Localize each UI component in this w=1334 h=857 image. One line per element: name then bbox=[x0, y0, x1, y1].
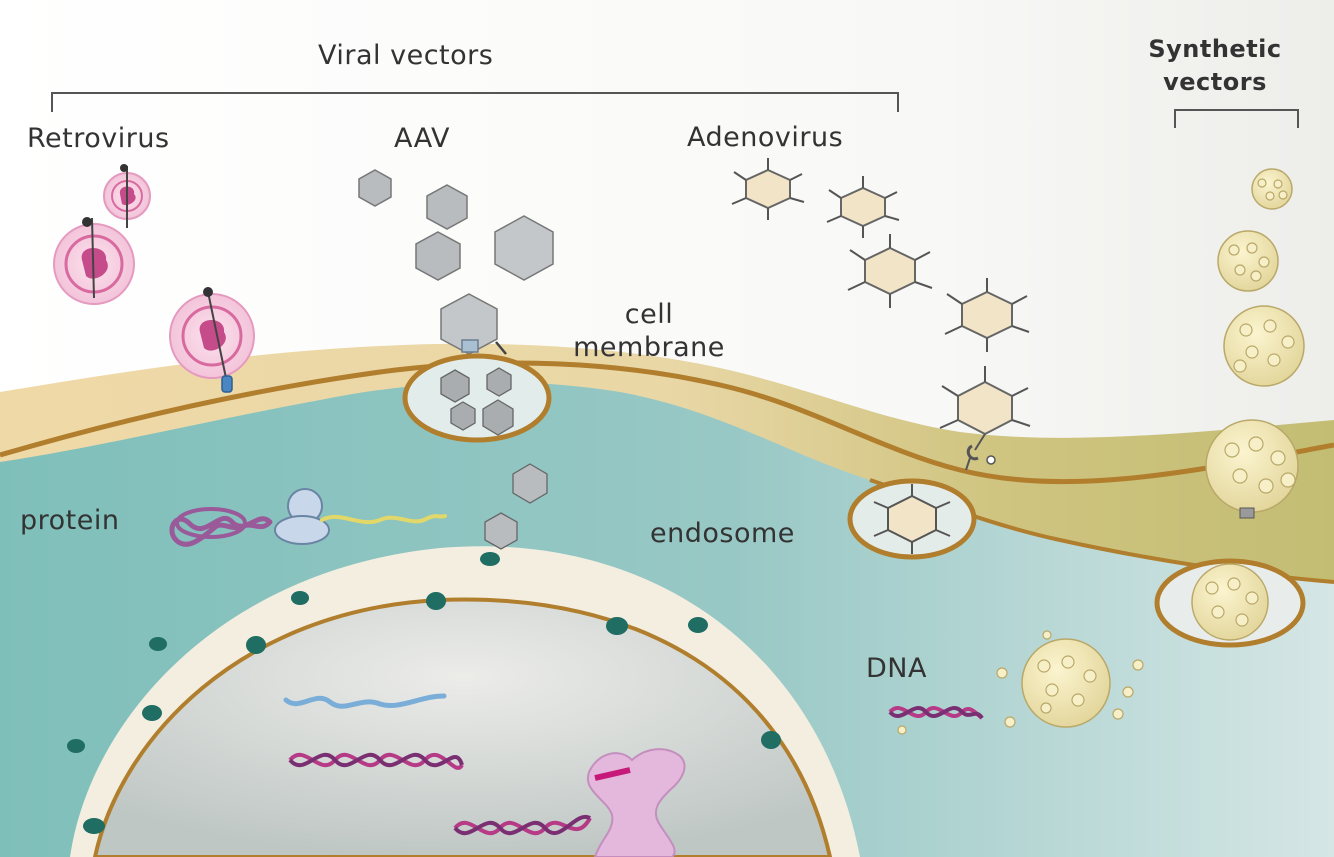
aav-label: AAV bbox=[394, 123, 450, 154]
adenovirus-label: Adenovirus bbox=[687, 122, 844, 153]
mrna-strand bbox=[283, 693, 447, 709]
nuclear-pore bbox=[149, 637, 167, 651]
synthetic-particle bbox=[1251, 168, 1293, 210]
dna-label: DNA bbox=[866, 653, 927, 684]
adenovirus-particle bbox=[826, 176, 900, 238]
synthetic-particle-dots bbox=[1037, 178, 1296, 714]
cell-membrane-label-line2: membrane bbox=[573, 332, 725, 363]
viral-vectors-bracket bbox=[51, 92, 899, 112]
synthetic-particle bbox=[1205, 419, 1299, 513]
nuclear-pore bbox=[688, 617, 708, 633]
nuclear-pore bbox=[426, 592, 446, 610]
synthetic-vectors-bracket bbox=[1174, 109, 1299, 128]
retrovirus-label: Retrovirus bbox=[27, 123, 170, 154]
aav-receptor bbox=[461, 339, 507, 355]
released-particles bbox=[897, 630, 1144, 735]
nuclear-pore bbox=[83, 818, 105, 834]
nuclear-pore bbox=[67, 739, 85, 753]
adenovirus-particle bbox=[939, 366, 1031, 451]
aav-capsid bbox=[494, 215, 554, 281]
cell-membrane-line bbox=[0, 360, 1334, 485]
retrovirus-particle bbox=[53, 217, 135, 305]
nuclear-pore bbox=[142, 705, 162, 721]
adenovirus-endosome bbox=[847, 478, 977, 560]
aav-capsid bbox=[426, 184, 468, 230]
synthetic-endosome bbox=[1154, 558, 1306, 648]
retrovirus-particle bbox=[169, 287, 255, 393]
protein bbox=[169, 507, 273, 547]
aav-capsid bbox=[512, 463, 548, 504]
nuclear-pore bbox=[480, 552, 500, 566]
synthetic-vectors-label-line1: Synthetic bbox=[1148, 35, 1282, 63]
protein-label: protein bbox=[20, 505, 120, 536]
synthetic-vectors-label-line2: vectors bbox=[1163, 68, 1267, 96]
aav-endosome bbox=[402, 353, 552, 443]
adenovirus-particle bbox=[944, 278, 1030, 352]
aav-capsid-group-outside bbox=[358, 169, 554, 355]
adenovirus-receptor bbox=[965, 444, 996, 471]
aav-capsid-group-cytoplasm bbox=[484, 463, 548, 550]
viral-vectors-label: Viral vectors bbox=[318, 40, 494, 71]
mrna-translation-strand bbox=[320, 514, 447, 525]
adenovirus-particle bbox=[731, 158, 805, 220]
nuclear-pore bbox=[291, 591, 309, 605]
dna-helix-nucleus-lower bbox=[453, 814, 592, 836]
ribosome bbox=[274, 488, 330, 545]
aav-capsid bbox=[415, 231, 461, 281]
synthetic-anchor bbox=[1239, 507, 1255, 519]
synthetic-vectors-label: Synthetic vectors bbox=[1130, 33, 1300, 99]
dna-helix-nucleus-upper bbox=[288, 752, 464, 770]
nuclear-pore-group bbox=[67, 552, 781, 834]
nuclear-pore bbox=[246, 636, 266, 654]
chromosome bbox=[586, 748, 686, 857]
adenovirus-group bbox=[731, 158, 1031, 451]
nuclear-pore bbox=[761, 731, 781, 749]
endosome-label: endosome bbox=[650, 518, 795, 549]
dna-helix-cytoplasm bbox=[888, 706, 984, 720]
synthetic-particle bbox=[1021, 638, 1111, 728]
aav-capsid bbox=[358, 169, 392, 207]
retrovirus-particle bbox=[103, 164, 151, 228]
nuclear-pore bbox=[606, 617, 628, 635]
adenovirus-particle bbox=[847, 234, 933, 308]
cell-membrane-label-line1: cell bbox=[624, 299, 674, 330]
cell-membrane-label: cell membrane bbox=[554, 298, 744, 364]
aav-capsid bbox=[484, 512, 518, 550]
